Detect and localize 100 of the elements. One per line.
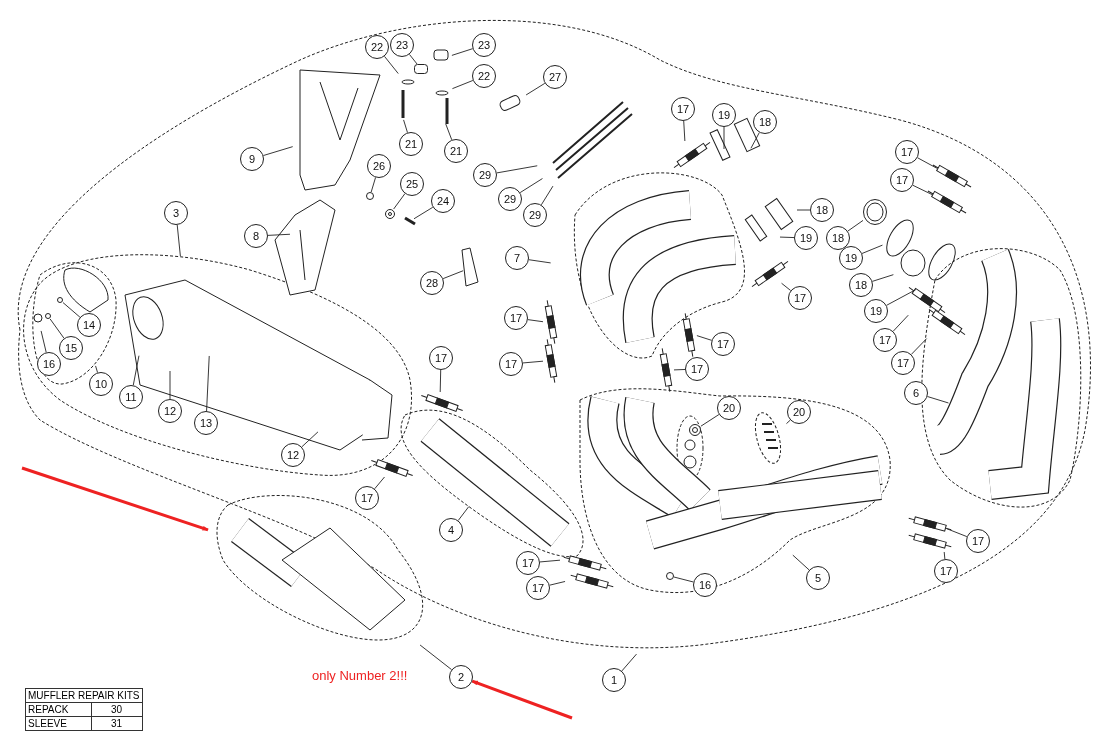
callout-number: 17 <box>685 357 709 381</box>
leader-line <box>750 132 760 149</box>
leader-line <box>457 506 470 521</box>
callout-number: 11 <box>119 385 143 409</box>
callout-number: 6 <box>904 381 928 405</box>
leader-line <box>445 123 453 141</box>
callout-number: 17 <box>499 352 523 376</box>
kit-number: 30 <box>91 702 142 717</box>
leader-line <box>549 581 566 586</box>
callout-number: 23 <box>390 33 414 57</box>
leader-line <box>886 289 917 306</box>
callout-number: 19 <box>864 299 888 323</box>
leader-line <box>62 302 81 318</box>
leader-line <box>786 419 791 425</box>
callout-number: 22 <box>365 35 389 59</box>
leader-line <box>451 48 474 56</box>
leader-line <box>519 178 543 194</box>
leader-line <box>496 165 538 174</box>
leader-line <box>439 369 442 393</box>
callout-number: 18 <box>810 198 834 222</box>
callout-number: 20 <box>717 396 741 420</box>
callout-number: 3 <box>164 201 188 225</box>
callout-number: 1 <box>602 668 626 692</box>
leader-line <box>206 355 210 412</box>
note-text: only Number 2!!! <box>312 668 408 683</box>
leader-line <box>912 184 934 196</box>
callout-number: 5 <box>806 566 830 590</box>
callout-number: 24 <box>431 189 455 213</box>
leader-line <box>539 559 561 563</box>
callout-number: 17 <box>516 551 540 575</box>
leader-line <box>393 193 406 210</box>
callout-number: 17 <box>671 97 695 121</box>
callout-number: 17 <box>429 346 453 370</box>
leader-line <box>673 576 694 583</box>
callout-number: 2 <box>449 665 473 689</box>
part-drawing <box>414 64 428 74</box>
leader-line <box>267 233 291 236</box>
part-drawing <box>57 297 63 303</box>
callout-number: 21 <box>399 132 423 156</box>
callout-number: 9 <box>240 147 264 171</box>
callout-number: 25 <box>400 172 424 196</box>
arrow <box>471 679 573 720</box>
callout-number: 17 <box>788 286 812 310</box>
leader-line <box>527 319 544 323</box>
callout-number: 17 <box>895 140 919 164</box>
callout-number: 12 <box>281 443 305 467</box>
part-drawing <box>666 572 674 580</box>
callout-number: 19 <box>712 103 736 127</box>
leader-line <box>522 360 544 364</box>
leader-line <box>40 330 47 353</box>
callout-number: 12 <box>158 399 182 423</box>
callout-number: 19 <box>839 246 863 270</box>
leader-line <box>861 244 883 254</box>
leader-line <box>263 146 294 156</box>
callout-number: 4 <box>439 518 463 542</box>
leader-line <box>700 414 720 427</box>
leader-line <box>442 270 464 280</box>
callout-number: 27 <box>543 65 567 89</box>
callout-number: 17 <box>711 332 735 356</box>
callout-number: 16 <box>693 573 717 597</box>
callout-number: 7 <box>505 246 529 270</box>
callout-number: 29 <box>523 203 547 227</box>
part-drawing <box>45 313 51 319</box>
leader-line <box>871 274 894 282</box>
callout-number: 22 <box>472 64 496 88</box>
callout-number: 17 <box>934 559 958 583</box>
callout-number: 18 <box>753 110 777 134</box>
leader-line <box>49 318 65 339</box>
leader-line <box>847 220 864 232</box>
leader-line <box>409 53 418 65</box>
callout-number: 23 <box>472 33 496 57</box>
callout-number: 29 <box>498 187 522 211</box>
leader-line <box>917 157 938 169</box>
leader-line <box>132 355 140 386</box>
leader-line <box>673 369 686 371</box>
leader-line <box>419 644 452 671</box>
leader-line <box>946 528 968 538</box>
leader-line <box>683 120 686 142</box>
callout-number: 18 <box>849 273 873 297</box>
callout-number: 10 <box>89 372 113 396</box>
callout-number: 17 <box>526 576 550 600</box>
leader-line <box>696 335 713 341</box>
leader-line <box>525 82 546 96</box>
leader-line <box>301 431 319 448</box>
kit-name: REPACK <box>25 702 92 717</box>
callout-number: 18 <box>826 226 850 250</box>
leader-line <box>384 55 399 74</box>
part-drawing <box>863 199 887 225</box>
callout-number: 17 <box>966 529 990 553</box>
leader-line <box>796 209 811 211</box>
leader-line <box>781 282 792 291</box>
callout-number: 20 <box>787 400 811 424</box>
leader-line <box>779 236 795 238</box>
leader-line <box>927 396 949 404</box>
callout-number: 17 <box>873 328 897 352</box>
callout-number: 29 <box>473 163 497 187</box>
callout-number: 17 <box>504 306 528 330</box>
table-heading: MUFFLER REPAIR KITS <box>25 688 142 703</box>
kit-number: 31 <box>91 716 142 731</box>
part-drawing <box>689 424 701 436</box>
